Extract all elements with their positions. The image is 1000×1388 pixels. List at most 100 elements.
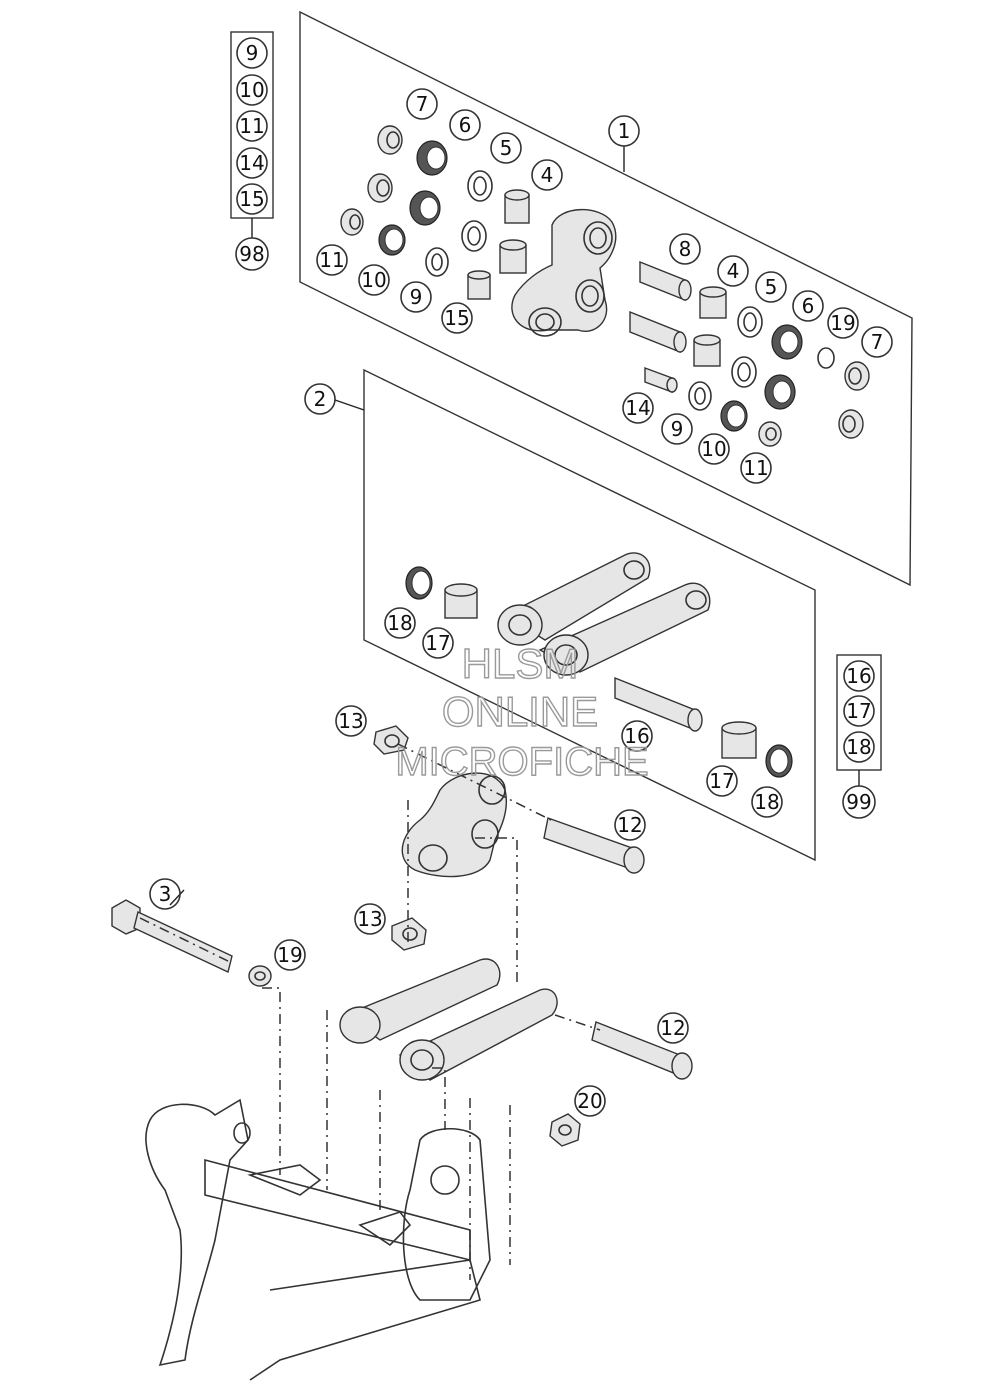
panel-2-frame [363,368,816,862]
svg-text:15: 15 [239,187,264,211]
svg-text:98: 98 [239,242,264,266]
kit-98-box: 9 10 11 14 15 98 [230,31,274,271]
callout-17: 17 [422,627,454,659]
callout-18: 18 [384,607,416,639]
washer-part [467,170,493,202]
callout-4: 4 [717,255,749,287]
svg-text:18: 18 [846,735,871,759]
svg-text:5: 5 [500,136,513,160]
nut-part [549,1113,581,1147]
callout-17: 17 [706,765,738,797]
assembly-line [432,1067,446,1130]
svg-text:2: 2 [314,387,327,411]
rocker-lever-part [401,772,507,878]
watermark: HLSM ONLINE MICROFICHE [395,639,650,784]
svg-text:5: 5 [765,275,778,299]
assembly-line [397,743,556,823]
callout-11: 11 [316,244,348,276]
svg-text:7: 7 [871,330,884,354]
seal-ring-part [367,173,393,203]
kit-99-box: 16 17 18 99 [836,654,882,819]
callout-15: 15 [441,302,473,334]
callout-19: 19 [827,307,859,339]
kit-99-item: 17 [843,695,875,727]
linkage-arm-part [339,958,558,1081]
kit-98-item: 9 [236,37,268,69]
assembly-line [139,917,231,963]
callout-18: 18 [751,786,783,818]
callout-14: 14 [622,392,654,424]
kit-99-item: 16 [843,660,875,692]
nut-part [373,725,409,755]
svg-text:15: 15 [444,306,469,330]
spacer-part [644,366,678,394]
seal-part [764,374,796,410]
callout-5: 5 [490,132,522,164]
svg-text:14: 14 [625,396,650,420]
svg-text:6: 6 [459,113,472,137]
bushing-part [504,189,530,224]
callout-10: 10 [698,433,730,465]
svg-text:4: 4 [541,163,554,187]
oring-part [405,566,433,600]
bushing-part [721,721,757,759]
callout-8: 8 [669,233,701,265]
bushing-part [467,270,491,300]
washer-part [688,381,712,411]
seal-ring-part [844,361,870,391]
svg-text:9: 9 [246,41,259,65]
svg-text:18: 18 [387,611,412,635]
callout-2: 2 [304,383,336,415]
svg-text:14: 14 [239,151,264,175]
callout-16: 16 [621,720,653,752]
linkage-arm-part [497,552,711,676]
svg-text:6: 6 [802,294,815,318]
nut-part [391,917,427,951]
callout-9: 9 [400,281,432,313]
callout-12: 12 [614,809,646,841]
svg-text:17: 17 [709,769,734,793]
svg-text:10: 10 [701,437,726,461]
svg-text:18: 18 [754,790,779,814]
kit-98-item: 14 [236,147,268,179]
seal-part [771,324,803,360]
svg-text:12: 12 [617,813,642,837]
assembly-line [554,1014,601,1031]
svg-text:11: 11 [743,456,768,480]
svg-text:17: 17 [425,631,450,655]
oring-part [765,744,793,778]
pin-part [543,817,645,874]
kit-99-number: 99 [842,785,876,819]
callout-11: 11 [740,452,772,484]
svg-text:7: 7 [416,92,429,116]
svg-text:1: 1 [618,119,631,143]
washer-part [731,356,757,388]
leader-line [169,889,185,906]
svg-text:3: 3 [159,882,172,906]
bearing-part [340,208,364,236]
callout-3: 3 [149,878,181,910]
bushing-part [499,239,527,274]
panel-1-frame [299,10,913,587]
washer-part [425,247,449,277]
linkage-kit-parts [405,552,793,778]
kit-98-item: 11 [236,110,268,142]
callout-1: 1 [608,115,640,147]
svg-text:16: 16 [624,724,649,748]
svg-text:ONLINE: ONLINE [442,688,598,735]
svg-text:HLSM: HLSM [462,640,579,687]
callout-7: 7 [406,88,438,120]
bearing-part [758,421,782,447]
assembly-line [475,837,518,985]
svg-text:9: 9 [671,417,684,441]
callout-12: 12 [657,1012,689,1044]
washer-part [461,220,487,252]
svg-text:11: 11 [319,248,344,272]
callout-6: 6 [449,109,481,141]
svg-text:10: 10 [361,268,386,292]
sleeve-part [614,676,703,732]
kit-98-item: 10 [236,74,268,106]
svg-text:10: 10 [239,78,264,102]
leader-line [334,399,365,411]
sleeve-part [629,310,687,354]
